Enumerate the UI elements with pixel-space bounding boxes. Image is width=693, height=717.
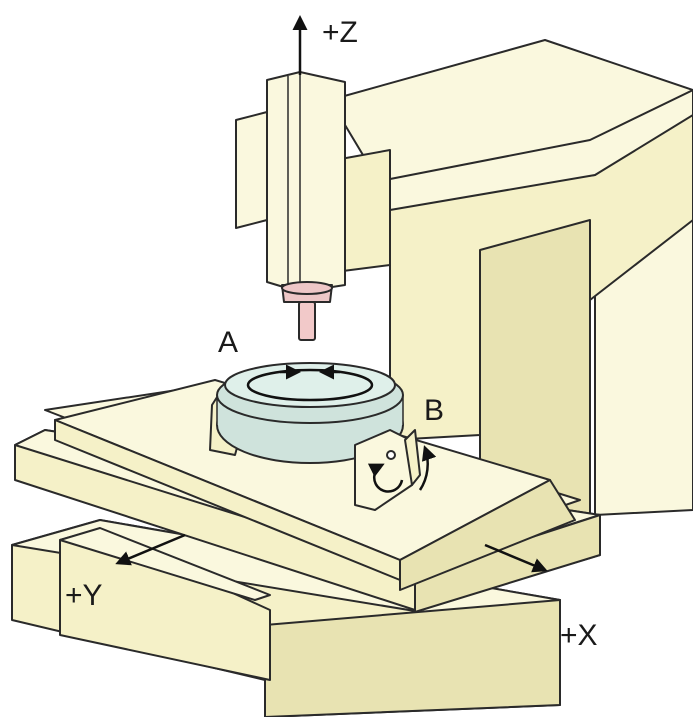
x-axis-arrow-icon bbox=[484, 543, 548, 573]
x-axis-label: +X bbox=[560, 619, 598, 652]
machine-column bbox=[329, 39, 693, 521]
machine-base bbox=[11, 519, 561, 717]
y-axis-label: +Y bbox=[65, 579, 103, 612]
z-axis-label: +Z bbox=[322, 16, 358, 49]
spindle-head bbox=[235, 71, 391, 341]
work-table bbox=[54, 379, 576, 591]
trunnion-bracket bbox=[354, 429, 437, 511]
y-axis-arrow-icon bbox=[115, 533, 186, 566]
cutting-tool bbox=[298, 301, 316, 341]
a-axis-label: A bbox=[218, 326, 238, 359]
b-axis-label: B bbox=[424, 394, 444, 427]
